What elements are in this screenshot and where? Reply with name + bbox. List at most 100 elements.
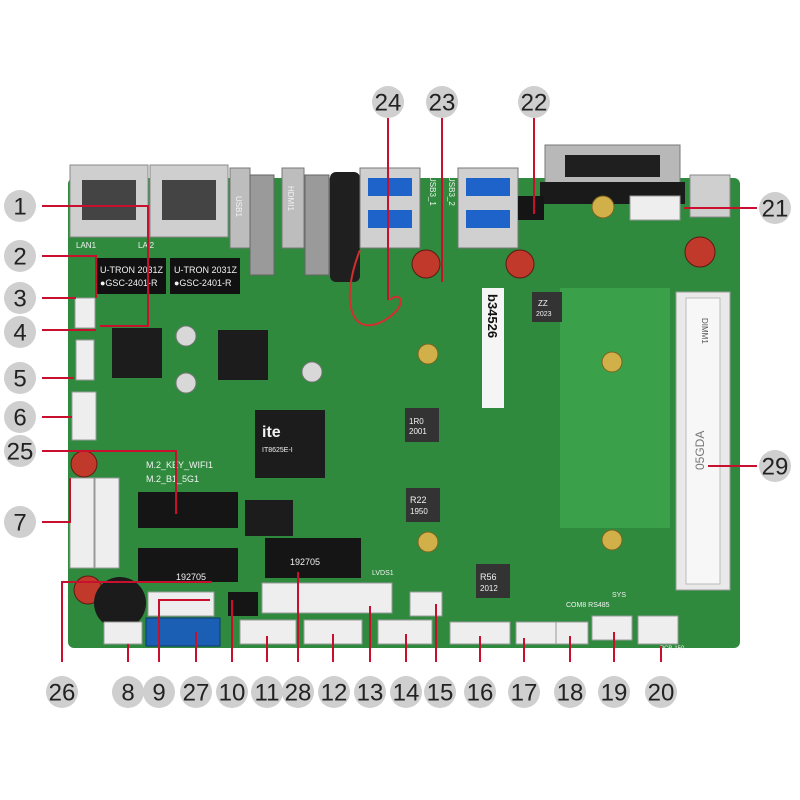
inductor-4	[532, 292, 562, 322]
capacitor-4	[70, 450, 98, 478]
callout-10: 10	[216, 676, 248, 708]
svg-text:27: 27	[183, 680, 210, 707]
callout-20: 20	[645, 676, 677, 708]
svg-text:20: 20	[648, 680, 675, 707]
callout-1: 1	[4, 190, 36, 222]
svg-text:22: 22	[521, 90, 548, 117]
svg-text:26: 26	[49, 680, 76, 707]
label-lvds1: LVDS1	[372, 570, 394, 577]
svg-text:8: 8	[121, 680, 134, 707]
mount-hole-1	[175, 325, 197, 347]
standoff-3	[417, 531, 439, 553]
svg-text:1: 1	[13, 194, 26, 221]
label-usb3-2: USB3_2	[447, 176, 456, 206]
transformer-1-line1: U-TRON 2031Z	[100, 265, 164, 275]
callout-25: 25	[4, 435, 36, 467]
svg-text:7: 7	[13, 510, 26, 537]
buzzer	[94, 577, 146, 629]
sticker	[482, 288, 504, 408]
capacitor-3	[684, 236, 716, 268]
label-usb1: USB1	[234, 196, 243, 217]
callout-5: 5	[4, 362, 36, 394]
inductor-1	[405, 408, 439, 442]
serial-port	[540, 144, 685, 204]
label-m2-wifi: M.2_KEY_WIFI1	[146, 460, 213, 470]
callout-15: 15	[424, 676, 456, 708]
callout-16: 16	[464, 676, 496, 708]
transformer-2-line1: U-TRON 2031Z	[174, 265, 238, 275]
label-lan1: LAN1	[76, 241, 97, 250]
dimm-vertical-text: 05GDA	[693, 431, 707, 470]
power-jack	[689, 174, 731, 218]
callout-26: 26	[46, 676, 78, 708]
standoff-5	[591, 195, 615, 219]
svg-text:5: 5	[13, 366, 26, 393]
leader-1	[42, 205, 149, 327]
callout-11: 11	[251, 676, 283, 708]
label-dimm: DIMM1	[700, 318, 709, 344]
svg-text:11: 11	[255, 680, 280, 707]
label-usb3-1: USB3_1	[428, 176, 437, 206]
inductor-4-line1: ZZ	[538, 299, 548, 308]
svg-text:16: 16	[467, 680, 494, 707]
inductor-2-line1: R22	[410, 495, 427, 505]
callout-27: 27	[180, 676, 212, 708]
capacitor-1	[411, 249, 441, 279]
leader-25	[42, 450, 177, 514]
callout-9: 9	[143, 676, 175, 708]
standoff-4	[601, 529, 623, 551]
callout-4: 4	[4, 316, 36, 348]
ite-logo: ite	[262, 424, 281, 441]
leader-7	[42, 478, 71, 523]
battery-wire	[348, 249, 402, 327]
svg-text:3: 3	[13, 286, 26, 313]
callout-21: 21	[759, 192, 791, 224]
svg-text:6: 6	[13, 405, 26, 432]
label-m2-5g: M.2_B1_5G1	[146, 474, 199, 484]
usb-hdmi-ports	[229, 167, 330, 276]
usb3-ports	[359, 167, 519, 249]
label-sys: SYS	[612, 592, 626, 599]
left-headers	[69, 297, 120, 569]
callout-6: 6	[4, 401, 36, 433]
lan-chip-2	[218, 330, 268, 380]
svg-text:28: 28	[285, 680, 312, 707]
callout-12: 12	[318, 676, 350, 708]
callout-leaders	[42, 118, 757, 662]
inductor-1-line1: 1R0	[409, 417, 424, 426]
standoff-2	[601, 351, 623, 373]
leader-2	[42, 255, 97, 298]
callout-19: 19	[598, 676, 630, 708]
mount-hole-2	[175, 372, 197, 394]
m2-slot-5g	[138, 548, 238, 582]
svg-text:17: 17	[511, 680, 538, 707]
label-slot-2: 192705	[290, 557, 320, 567]
svg-text:4: 4	[13, 320, 26, 347]
sticker-text: b34526	[485, 294, 500, 338]
transformer-1-line2: ●GSC-2401-R	[100, 278, 158, 288]
callout-3: 3	[4, 282, 36, 314]
m2-slot-wifi	[138, 492, 238, 528]
inductor-3-line2: 2012	[480, 584, 498, 593]
mount-hole-3	[301, 361, 323, 383]
lan-jacks	[69, 164, 229, 238]
inductor-3	[476, 564, 510, 598]
inductor-2-line2: 1950	[410, 507, 428, 516]
battery-holder	[330, 172, 360, 282]
callouts: 1 2 3 4 5 6 7 8 9 10 11 12 13 14 15 16 1…	[4, 86, 791, 708]
svg-text:9: 9	[152, 680, 165, 707]
callout-2: 2	[4, 240, 36, 272]
label-slot-1: 192705	[176, 572, 206, 582]
svg-text:15: 15	[427, 680, 454, 707]
lan-transformer-1	[96, 258, 166, 294]
svg-text:24: 24	[375, 90, 402, 117]
small-chip	[245, 500, 293, 536]
leader-9	[158, 599, 210, 662]
label-pcb-code: PCB-150	[660, 646, 685, 652]
ite-part: IT8625E-I	[262, 447, 293, 454]
svg-text:2: 2	[13, 244, 26, 271]
pcb-light-area	[560, 288, 670, 528]
capacitor-2	[505, 249, 535, 279]
standoff-1	[417, 343, 439, 365]
